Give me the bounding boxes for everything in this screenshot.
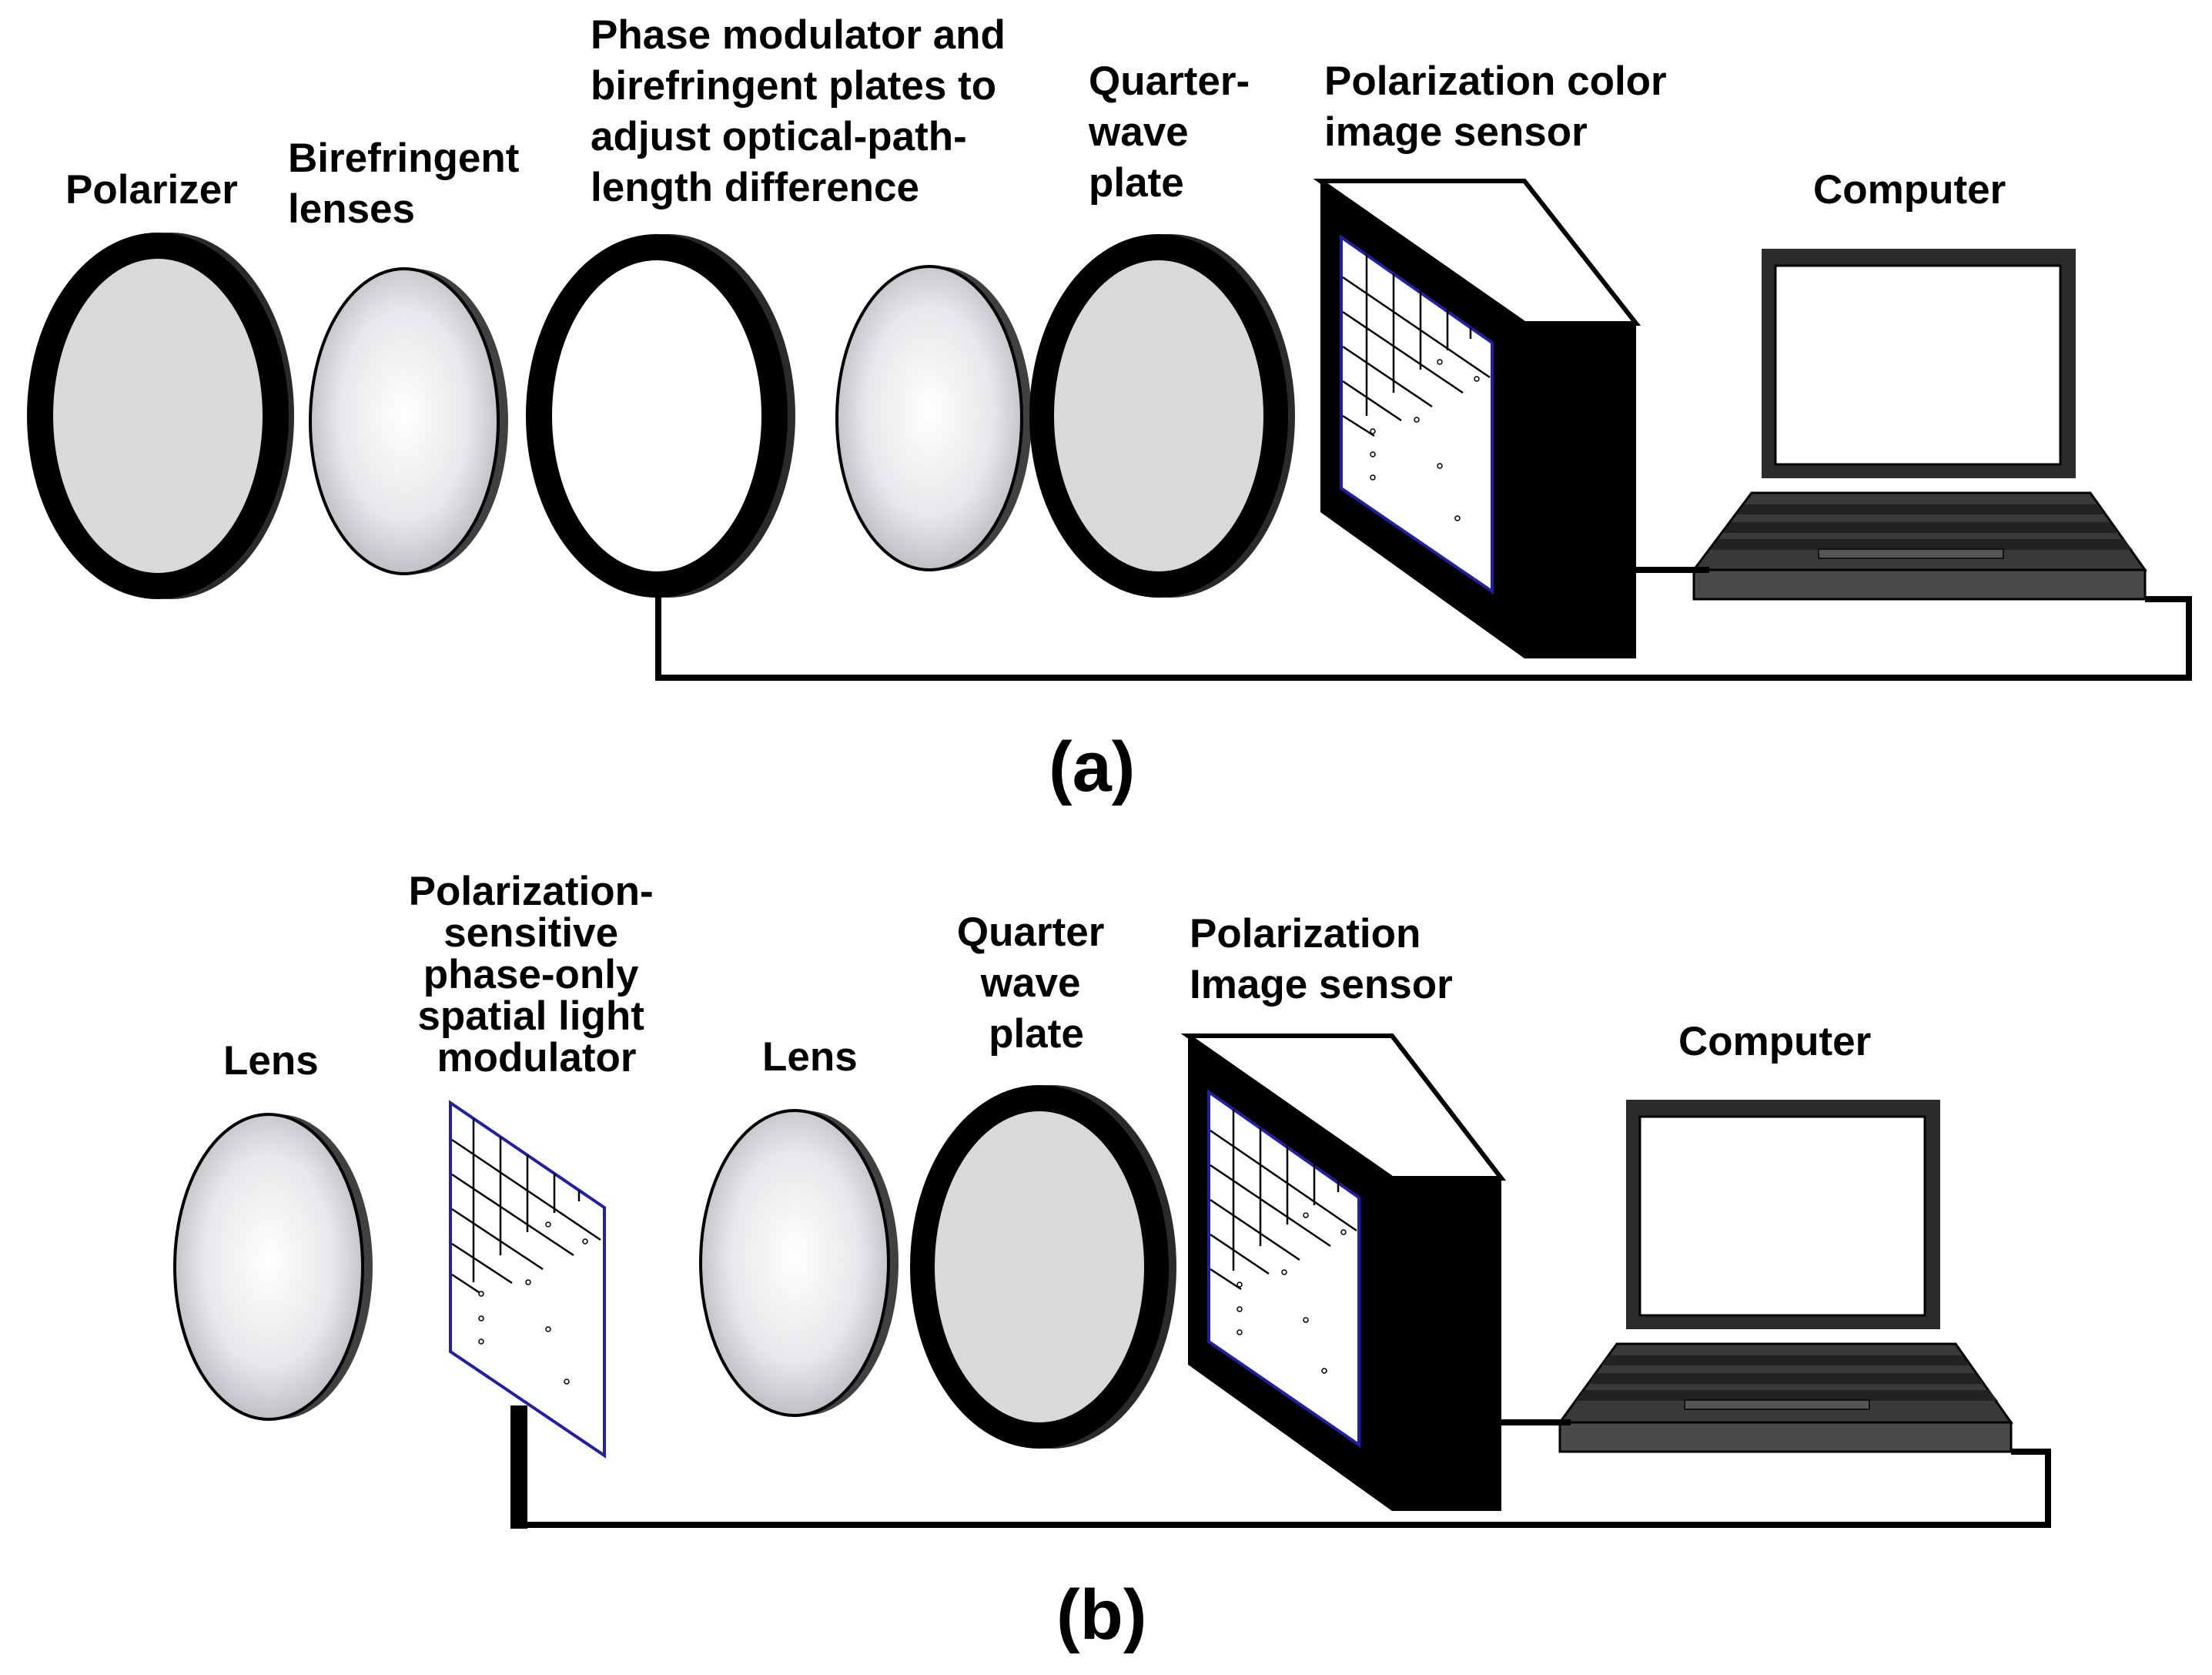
label-birefringent-lenses: Birefringent lenses bbox=[288, 136, 530, 232]
polarization-image-sensor bbox=[1180, 1033, 1507, 1511]
label-lens-1: Lens bbox=[223, 1038, 319, 1084]
sensor-b-dots bbox=[1237, 1212, 1347, 1374]
lens-1 bbox=[173, 1113, 373, 1421]
label-quarter-wave-plate-a: Quarter- wave plate bbox=[1088, 59, 1261, 206]
birefringent-plate bbox=[835, 265, 1032, 571]
slm-cable-stub bbox=[510, 1405, 527, 1529]
computer-a bbox=[1692, 249, 2147, 601]
caption-a: (a) bbox=[1049, 728, 1135, 806]
computer-b bbox=[1558, 1100, 2013, 1453]
label-polarization-color-image-sensor: Polarization color image sensor bbox=[1324, 59, 1678, 155]
caption-b: (b) bbox=[1056, 1576, 1146, 1654]
lens-2 bbox=[699, 1109, 899, 1417]
polarization-color-image-sensor bbox=[1313, 179, 1641, 658]
birefringent-lens bbox=[309, 267, 508, 575]
sensor-pixel-grid bbox=[1342, 254, 1491, 437]
panel-a: Polarizer Birefringent lenses Phase modu… bbox=[27, 12, 2192, 806]
label-slm: Polarization- sensitive phase-only spati… bbox=[409, 869, 665, 1080]
label-quarter-wave-plate-b: Quarter wave plate bbox=[957, 910, 1116, 1057]
label-computer-a: Computer bbox=[1813, 167, 2006, 213]
slm-dots bbox=[478, 1221, 588, 1385]
label-computer-b: Computer bbox=[1678, 1019, 1871, 1064]
phase-modulator bbox=[526, 234, 795, 598]
quarter-wave-plate-a bbox=[1029, 234, 1295, 598]
sensor-dots bbox=[1370, 359, 1480, 521]
quarter-wave-plate-b bbox=[910, 1085, 1176, 1449]
polarizer bbox=[27, 233, 294, 599]
spatial-light-modulator bbox=[449, 1100, 606, 1459]
cables-a bbox=[655, 567, 2192, 681]
label-polarizer: Polarizer bbox=[65, 167, 238, 213]
label-phase-modulator: Phase modulator and birefringent plates … bbox=[591, 12, 1017, 210]
label-lens-2: Lens bbox=[762, 1034, 858, 1080]
label-polarization-image-sensor: Polarization Image sensor bbox=[1190, 911, 1453, 1007]
sensor-b-pixel-grid bbox=[1210, 1109, 1357, 1291]
panel-b: Lens Polarization- sensitive phase-only … bbox=[173, 869, 2051, 1654]
slm-pixel-grid bbox=[451, 1118, 601, 1295]
